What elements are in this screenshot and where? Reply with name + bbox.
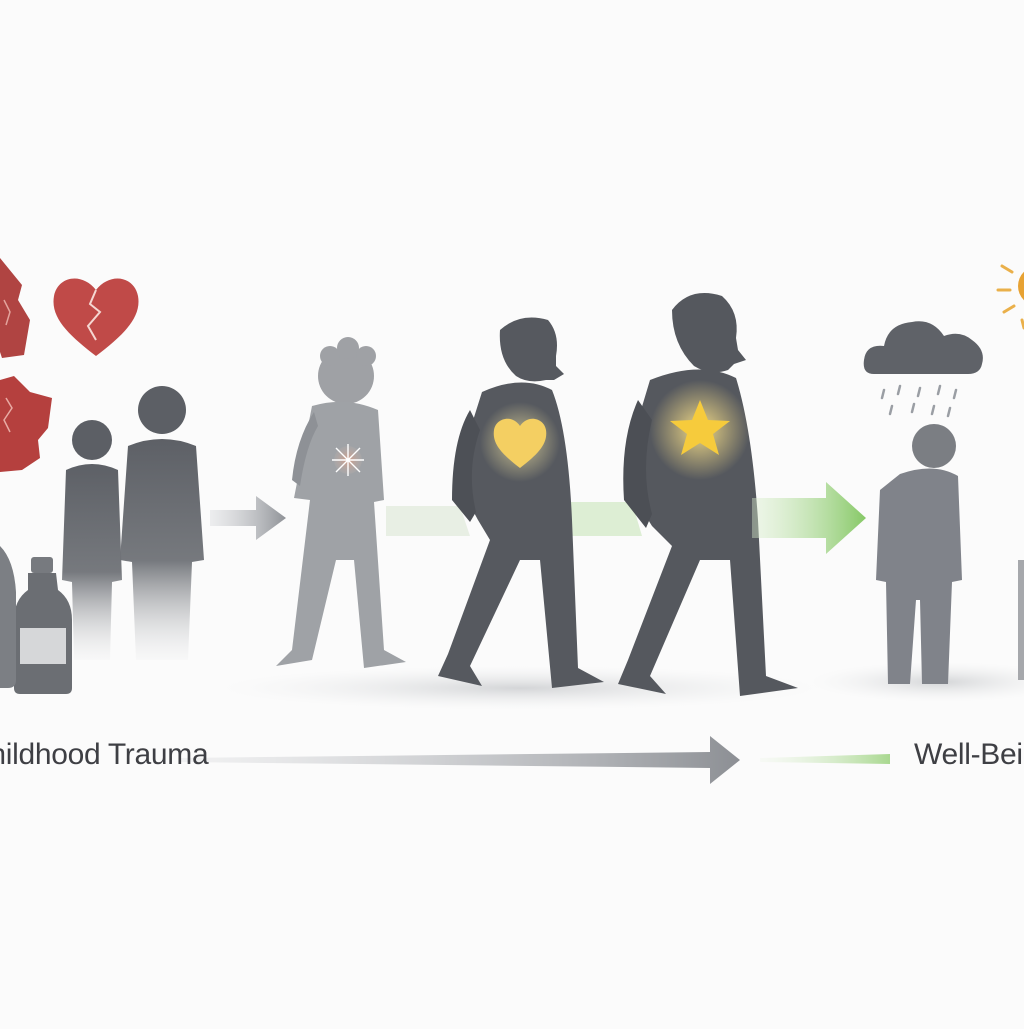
torn-paper-icon — [0, 258, 30, 358]
wound-icon — [332, 444, 364, 476]
arrow-icon — [210, 496, 286, 540]
child-figure-tall — [120, 386, 204, 660]
torn-paper-icon — [0, 376, 52, 472]
label-well-being: Well-Being — [914, 738, 1024, 771]
arrow-icon — [386, 506, 470, 536]
partial-figure — [1018, 560, 1024, 680]
ground-shadow — [810, 662, 1024, 702]
rain-cloud-icon — [863, 321, 983, 418]
label-childhood-trauma: Childhood Trauma — [0, 738, 209, 771]
heart-icon — [493, 418, 547, 468]
teen-figure-star — [618, 293, 798, 696]
bottle-icon — [0, 546, 16, 688]
sun-icon — [996, 264, 1024, 330]
broken-heart-icon — [53, 278, 139, 356]
child-figure-wounded — [276, 337, 406, 668]
arrow-icon — [562, 502, 642, 536]
child-figure-small — [62, 420, 122, 660]
bottle-icon — [14, 557, 72, 694]
child-figure-rain — [876, 424, 962, 684]
child-figure-heart — [438, 317, 604, 688]
timeline-arrow — [180, 736, 740, 784]
ground-shadow — [220, 666, 820, 710]
timeline-arrow-green — [760, 754, 890, 764]
star-icon — [670, 400, 730, 455]
arrow-icon — [752, 482, 866, 554]
